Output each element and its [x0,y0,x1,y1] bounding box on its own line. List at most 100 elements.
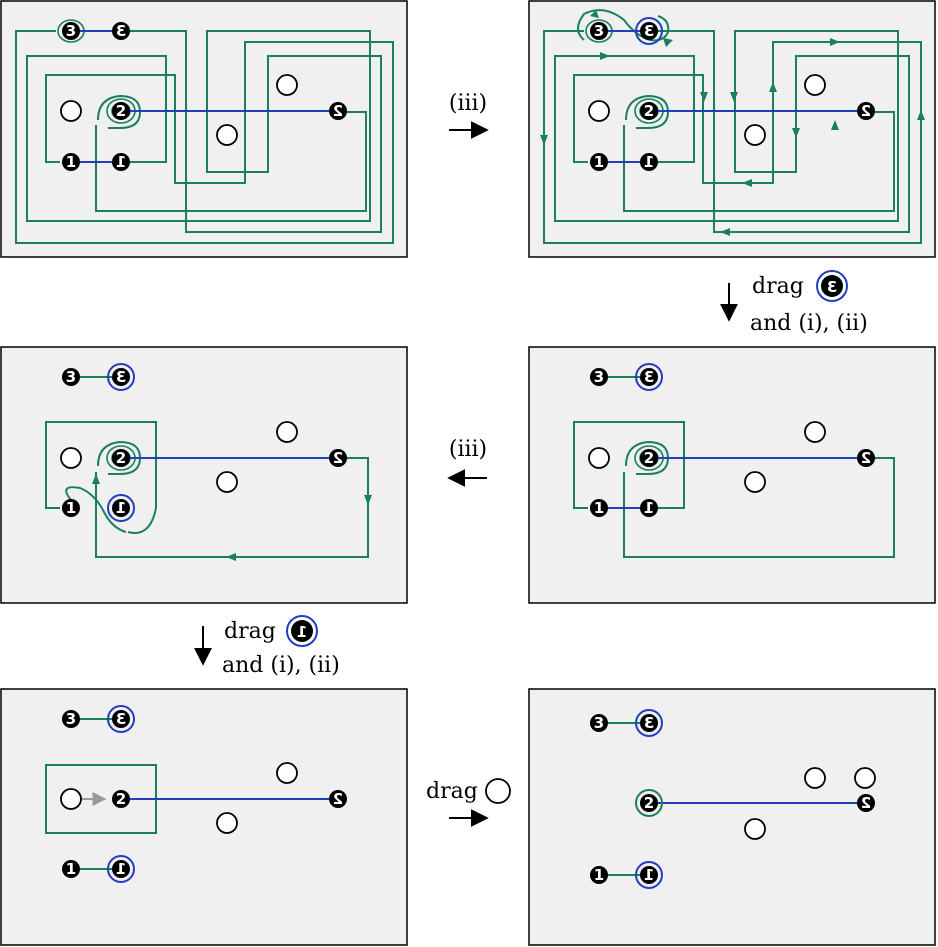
node-3: 3 [590,368,608,386]
hole [804,421,826,443]
node-3-mirror: 3 [112,22,130,40]
svg-text:1: 1 [116,153,126,171]
step-mid: (iii) [447,437,487,487]
panel-4: 1 1 2 2 3 3 [0,346,408,604]
node-2: 2 [640,102,658,120]
svg-text:2: 2 [333,449,343,467]
node-3-mirror: 3 [640,22,658,40]
svg-text:3: 3 [644,368,654,386]
hole [60,100,82,122]
svg-text:1: 1 [594,153,604,171]
node-2: 2 [112,790,130,808]
hole [588,100,610,122]
step-mid-label: (iii) [449,437,487,462]
hole [804,74,826,96]
step-top: (iii) [449,91,489,139]
hole [216,812,238,834]
panel-1: 1 1 2 2 3 3 [0,0,408,258]
svg-text:1: 1 [66,499,76,517]
hole [804,767,826,789]
node-3-mirror: 3 [112,710,130,728]
drag-right-word: drag [752,274,804,299]
node-1: 1 [62,860,80,878]
node-3-mirror: 3 [640,368,658,386]
hole [744,818,766,840]
svg-text:3: 3 [594,22,604,40]
hole [60,447,82,469]
node-1: 1 [62,153,80,171]
svg-text:1: 1 [644,866,654,884]
node-1-mirror: 1 [640,499,658,517]
node-3: 3 [62,710,80,728]
node-1: 1 [62,499,80,517]
node-2: 2 [112,449,130,467]
node-2-mirror: 2 [329,790,347,808]
node-3: 3 [62,22,80,40]
hole [854,767,876,789]
svg-text:2: 2 [116,790,126,808]
node-3-mirror: 3 [112,368,130,386]
svg-text:1: 1 [116,860,126,878]
svg-text:3: 3 [644,22,654,40]
node-3: 3 [590,22,608,40]
svg-text:2: 2 [861,794,871,812]
panel-2: 1 1 2 2 3 3 [528,0,936,258]
drag-left-node: 1 [297,623,307,641]
node-2-mirror: 2 [857,102,875,120]
svg-text:1: 1 [116,499,126,517]
node-1: 1 [590,499,608,517]
hole [588,447,610,469]
node-2: 2 [640,449,658,467]
svg-text:3: 3 [594,714,604,732]
node-2-mirror: 2 [329,449,347,467]
node-2: 2 [640,794,658,812]
node-2-mirror: 2 [329,102,347,120]
svg-text:1: 1 [66,860,76,878]
drag-left-word: drag [224,619,276,644]
svg-text:3: 3 [116,368,126,386]
svg-text:3: 3 [66,368,76,386]
hole [60,788,82,810]
node-1-mirror: 1 [640,866,658,884]
hole [276,762,298,784]
svg-text:1: 1 [644,153,654,171]
node-1: 1 [590,866,608,884]
svg-text:2: 2 [644,794,654,812]
hole [276,74,298,96]
hole [216,124,238,146]
svg-text:2: 2 [644,449,654,467]
hole-icon [485,778,511,804]
svg-text:3: 3 [594,368,604,386]
drag-left-rest: and (i), (ii) [222,653,340,678]
node-3-mirror: 3 [640,714,658,732]
step-left: drag 1 and (i), (ii) [194,615,340,678]
node-1-mirror: 1 [112,860,130,878]
svg-text:2: 2 [333,102,343,120]
svg-text:2: 2 [333,790,343,808]
svg-text:1: 1 [66,153,76,171]
svg-text:3: 3 [644,714,654,732]
svg-text:1: 1 [644,499,654,517]
svg-text:1: 1 [594,866,604,884]
svg-text:2: 2 [644,102,654,120]
hole [276,421,298,443]
svg-text:3: 3 [66,22,76,40]
node-1-mirror: 1 [112,499,130,517]
panel-3: 1 1 2 2 3 3 [528,346,936,604]
svg-text:2: 2 [116,449,126,467]
drag-right-rest: and (i), (ii) [750,311,868,336]
svg-text:3: 3 [66,710,76,728]
node-2-mirror: 2 [857,794,875,812]
panel-6: 1 1 2 2 3 3 [528,688,936,946]
panel-5: 1 1 2 2 3 3 [0,688,408,946]
svg-text:3: 3 [116,22,126,40]
node-3: 3 [62,368,80,386]
svg-text:1: 1 [594,499,604,517]
hole [216,471,238,493]
drag-right-node: 3 [827,278,837,296]
node-3: 3 [590,714,608,732]
step-right: drag 3 and (i), (ii) [720,270,868,336]
svg-text:2: 2 [861,449,871,467]
step-top-label: (iii) [449,91,487,116]
